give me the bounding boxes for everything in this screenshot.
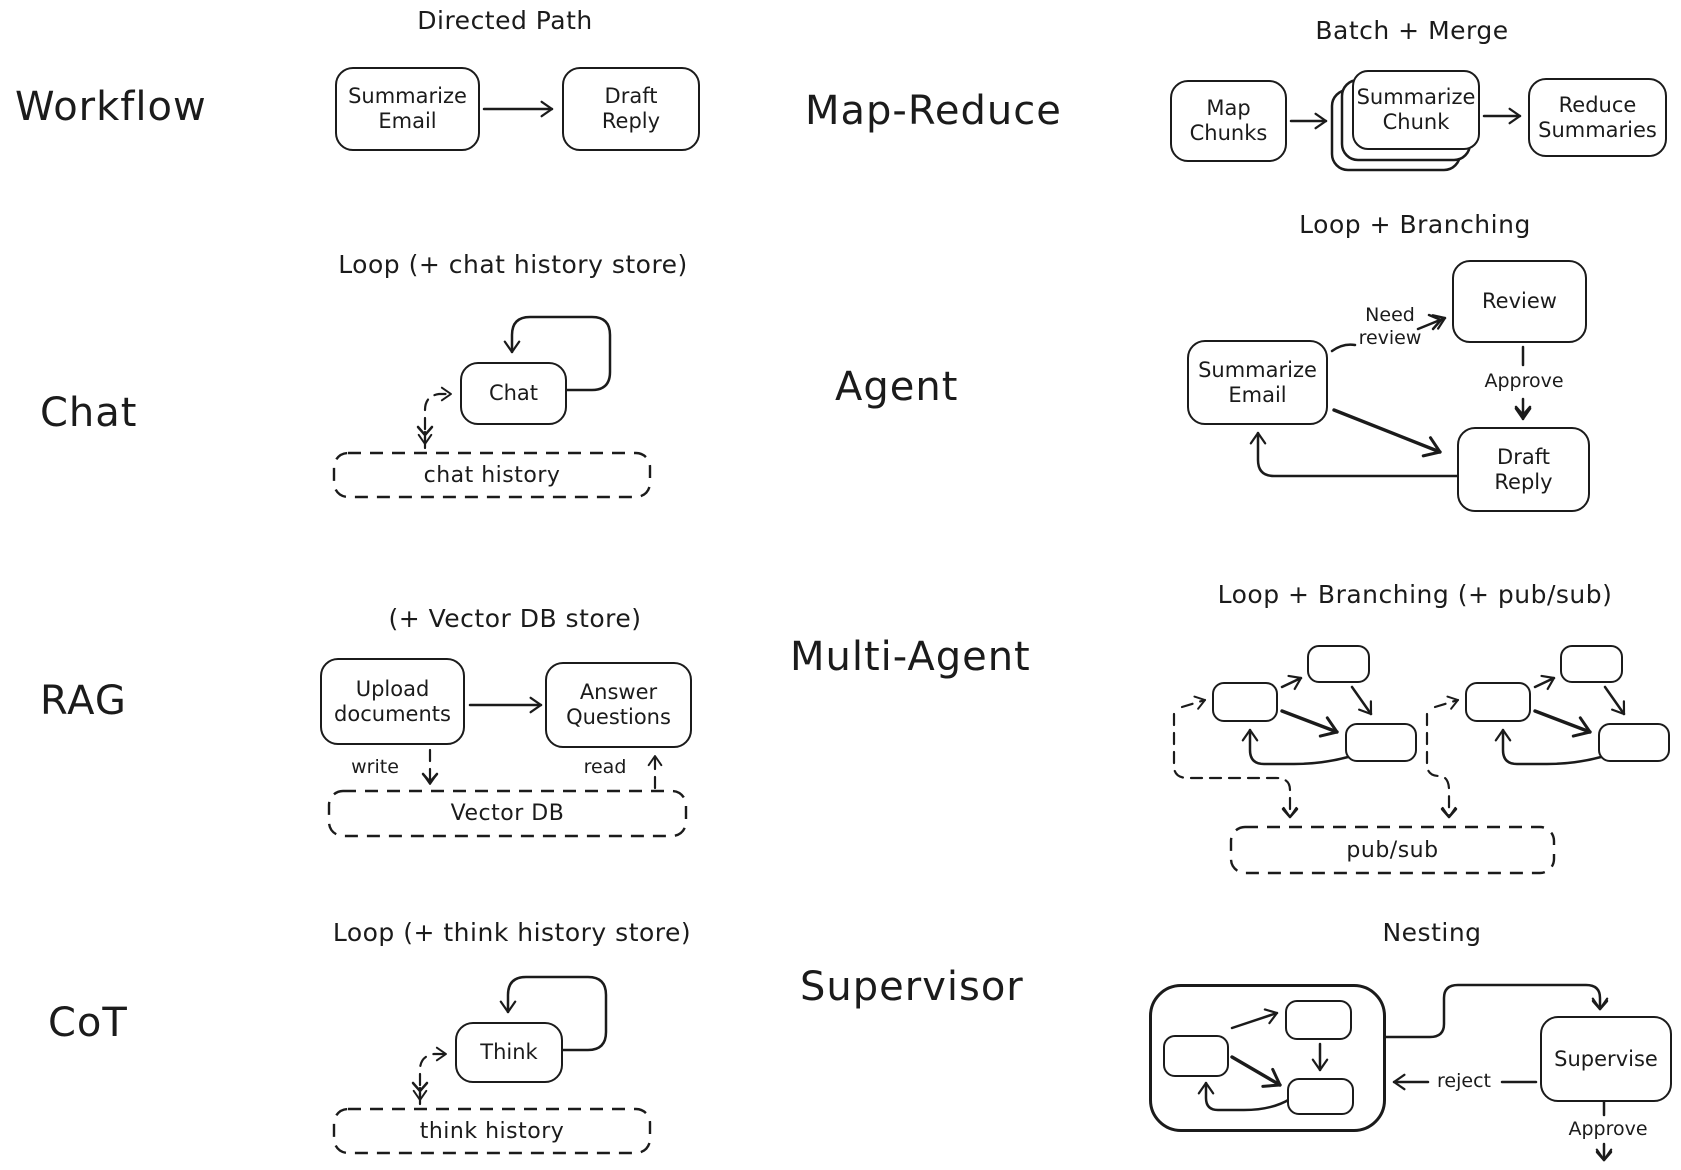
node-review: Review (1452, 260, 1587, 343)
chat-history-store-outline (332, 451, 652, 499)
node-upload-documents: Upload documents (320, 658, 465, 745)
multi-agent-cluster2-node-b (1560, 645, 1623, 683)
label-workflow: Workflow (15, 84, 207, 130)
store-vector-db: Vector DB (450, 801, 565, 826)
node-supervise: Supervise (1540, 1016, 1672, 1102)
multi-agent-cluster2-node-a (1465, 682, 1531, 722)
label-agent: Agent (835, 364, 959, 410)
label-map-reduce: Map-Reduce (805, 88, 1062, 134)
node-draft-reply: Draft Reply (562, 67, 700, 151)
title-vector-db-store: (+ Vector DB store) (388, 604, 642, 633)
edge-label-approve: Approve (1484, 370, 1564, 392)
multi-agent-cluster1-node-a (1212, 682, 1278, 722)
title-loop-branching: Loop + Branching (1299, 210, 1531, 239)
node-agent-summarize-email: Summarize Email (1187, 340, 1328, 425)
rag-arrows (421, 696, 663, 790)
pub-sub-store-outline (1229, 825, 1556, 875)
node-summarize-chunk: Summarize Chunk (1352, 70, 1480, 150)
title-loop-think-history: Loop (+ think history store) (332, 918, 692, 947)
vector-db-store-outline (327, 789, 688, 838)
supervisor-inner-node-c (1287, 1078, 1354, 1115)
node-summarize-email: Summarize Email (335, 67, 480, 151)
node-think: Think (455, 1022, 563, 1083)
store-think-history: think history (419, 1118, 565, 1144)
supervisor-arrows (1197, 983, 1613, 1162)
think-history-store-outline (332, 1107, 652, 1155)
agent-arrows (1249, 313, 1532, 478)
title-nesting: Nesting (1382, 918, 1482, 947)
supervisor-inner-node-a (1163, 1035, 1229, 1077)
label-chat: Chat (40, 390, 138, 436)
edge-label-write: write (351, 756, 399, 778)
multi-agent-cluster2-node-c (1598, 723, 1670, 762)
edge-label-read: read (583, 756, 627, 778)
title-batch-merge: Batch + Merge (1315, 16, 1509, 45)
node-map-chunks: Map Chunks (1170, 80, 1287, 162)
label-multi-agent: Multi-Agent (790, 634, 1031, 680)
title-loop-branching-pubsub: Loop + Branching (+ pub/sub) (1217, 580, 1613, 609)
edge-label-reject: reject (1437, 1070, 1491, 1092)
store-outlines (327, 451, 1556, 1155)
node-reduce-summaries: Reduce Summaries (1528, 78, 1667, 157)
multi-agent-cluster1-node-b (1307, 645, 1370, 683)
store-pub-sub: pub/sub (1346, 837, 1439, 863)
title-directed-path: Directed Path (417, 6, 593, 35)
label-rag: RAG (40, 678, 127, 724)
multi-agent-cluster1-arrows (1172, 674, 1373, 819)
label-cot: CoT (48, 1000, 128, 1046)
node-chat: Chat (460, 362, 567, 425)
supervisor-nested-container (1149, 984, 1386, 1132)
cot-arrows (411, 975, 608, 1106)
edge-label-need-review: Need review (1358, 304, 1422, 349)
chat-arrows (416, 315, 612, 450)
multi-agent-cluster1-node-c (1345, 723, 1417, 762)
node-agent-draft-reply: Draft Reply (1457, 427, 1590, 512)
store-chat-history: chat history (423, 462, 561, 488)
title-loop-chat-history: Loop (+ chat history store) (338, 250, 688, 279)
node-answer-questions: Answer Questions (545, 662, 692, 748)
supervisor-inner-node-b (1285, 1000, 1352, 1040)
edge-label-supervisor-approve: Approve (1568, 1118, 1648, 1140)
label-supervisor: Supervisor (800, 964, 1024, 1010)
multi-agent-cluster2-arrows (1425, 674, 1626, 819)
